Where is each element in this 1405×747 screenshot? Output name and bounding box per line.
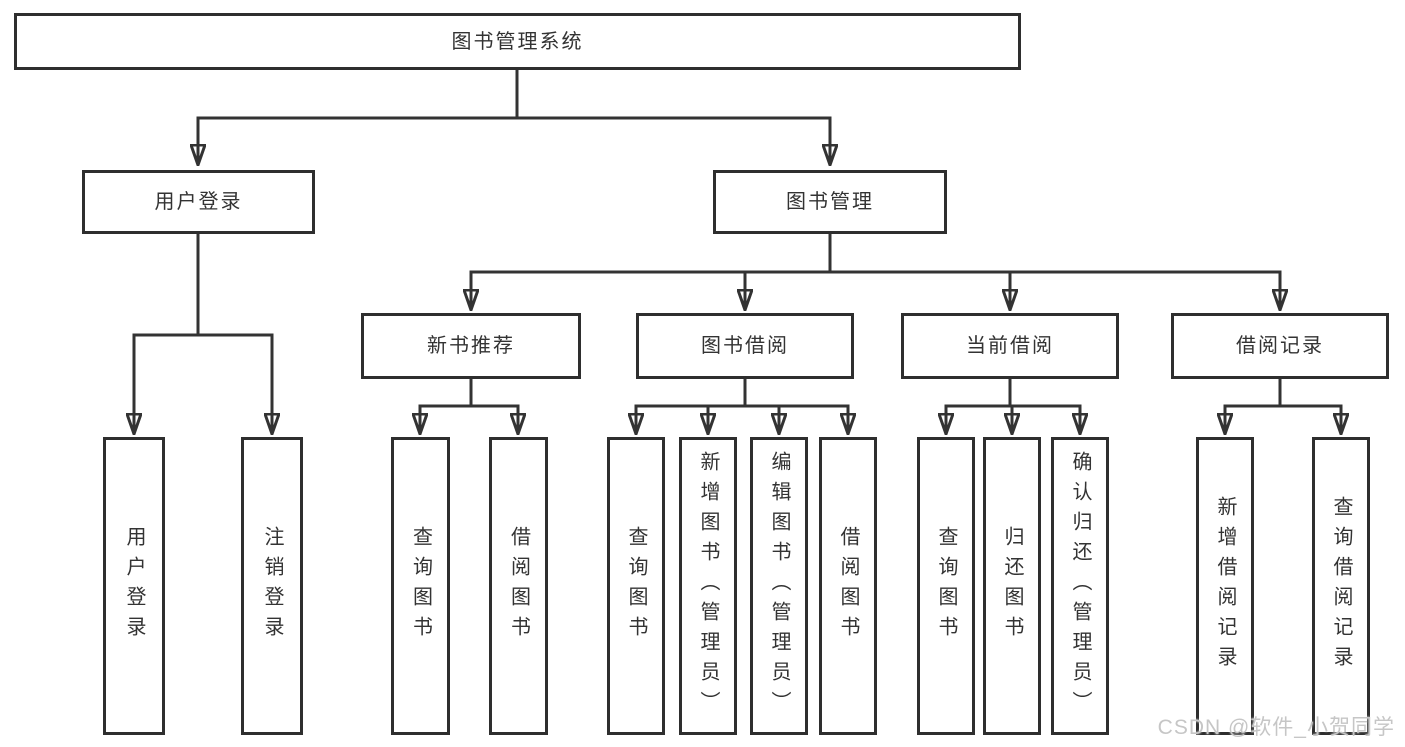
leaf-newbook-borrow-books: 借阅图书 xyxy=(489,437,548,735)
node-book-management: 图书管理 xyxy=(713,170,947,234)
leaf-records-add-record: 新增借阅记录 xyxy=(1196,437,1254,735)
leaf-borrowing-borrow-books: 借阅图书 xyxy=(819,437,877,735)
leaf-label: 确认归还（管理员） xyxy=(1069,451,1091,721)
leaf-label: 新增借阅记录 xyxy=(1214,496,1236,676)
node-library-management-system: 图书管理系统 xyxy=(14,13,1021,70)
leaf-label: 注销登录 xyxy=(261,526,283,646)
leaf-label: 编辑图书（管理员） xyxy=(768,451,790,721)
leaf-label: 查询借阅记录 xyxy=(1330,496,1352,676)
leaf-user-login: 用户登录 xyxy=(103,437,165,735)
leaf-current-query-books: 查询图书 xyxy=(917,437,975,735)
leaf-label: 查询图书 xyxy=(409,526,432,646)
leaf-logout: 注销登录 xyxy=(241,437,303,735)
leaf-label: 借阅图书 xyxy=(507,526,530,646)
leaf-label: 借阅图书 xyxy=(837,526,859,646)
leaf-records-query-record: 查询借阅记录 xyxy=(1312,437,1370,735)
leaf-label: 新增图书（管理员） xyxy=(697,451,719,721)
leaf-label: 查询图书 xyxy=(935,526,957,646)
node-book-borrowing: 图书借阅 xyxy=(636,313,854,379)
csdn-watermark: CSDN @软件_小贺同学 xyxy=(1157,716,1395,739)
leaf-borrowing-query-books: 查询图书 xyxy=(607,437,665,735)
node-new-book-recommend: 新书推荐 xyxy=(361,313,581,379)
leaf-label: 归还图书 xyxy=(1001,526,1023,646)
node-user-login: 用户登录 xyxy=(82,170,315,234)
leaf-borrowing-add-books-admin: 新增图书（管理员） xyxy=(679,437,737,735)
leaf-label: 查询图书 xyxy=(625,526,647,646)
node-borrow-records: 借阅记录 xyxy=(1171,313,1389,379)
leaf-newbook-query-books: 查询图书 xyxy=(391,437,450,735)
leaf-label: 用户登录 xyxy=(123,526,145,646)
leaf-borrowing-edit-books-admin: 编辑图书（管理员） xyxy=(750,437,808,735)
leaf-current-return-books: 归还图书 xyxy=(983,437,1041,735)
node-current-borrowing: 当前借阅 xyxy=(901,313,1119,379)
leaf-current-confirm-return-admin: 确认归还（管理员） xyxy=(1051,437,1109,735)
